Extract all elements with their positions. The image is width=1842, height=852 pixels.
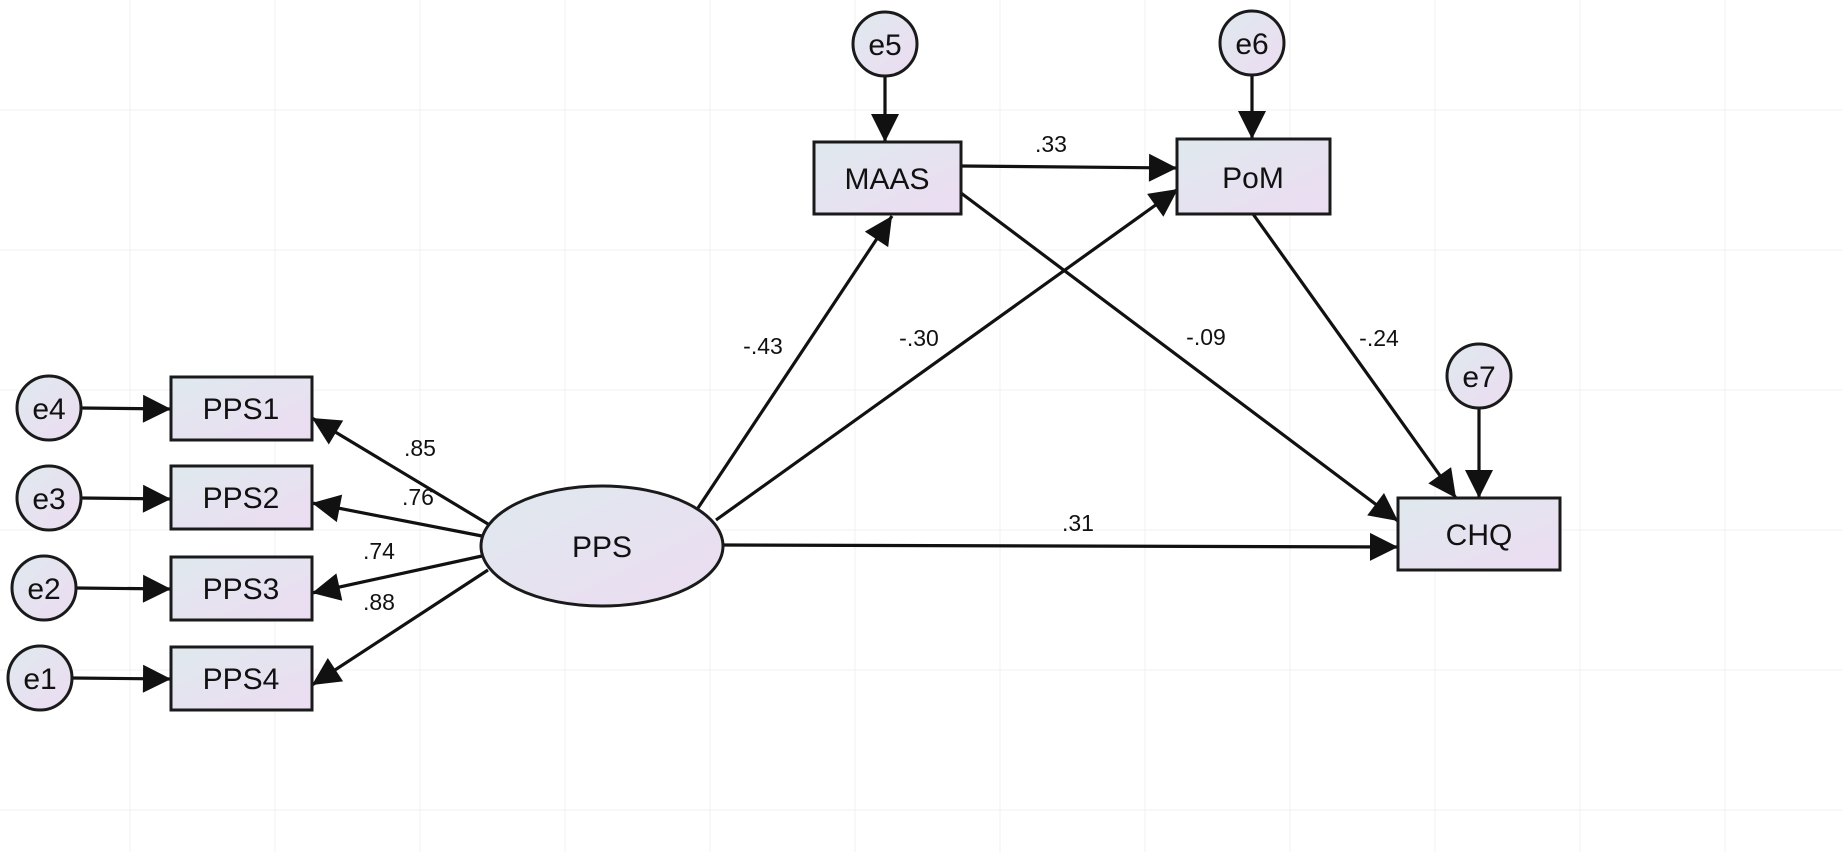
error-label-e1: e1 (23, 663, 56, 696)
observed-node-PPS3: PPS3 (169, 555, 314, 622)
error-label-e7: e7 (1462, 361, 1495, 394)
observed-node-PPS1: PPS1 (169, 375, 314, 442)
coef-PoM-CHQ: -.24 (1359, 325, 1399, 351)
error-label-e3: e3 (32, 483, 65, 516)
error-label-e5: e5 (868, 29, 901, 62)
observed-node-PoM: PoM (1175, 137, 1332, 216)
observed-box-PPS2 (169, 464, 314, 531)
error-circle-e5 (851, 10, 919, 78)
arrow-PPS-PPS2 (311, 494, 483, 538)
arrow-PPS-MAAS (696, 215, 894, 509)
error-circle-e3 (15, 464, 83, 532)
coef-PPS-PPS3: .74 (363, 538, 395, 564)
error-node-e6: e6 (1218, 9, 1286, 77)
coef-PPS-PoM: -.30 (899, 325, 939, 351)
arrow-PoM-CHQ (1251, 213, 1458, 499)
error-node-e4: e4 (15, 374, 83, 442)
observed-box-PPS4 (169, 645, 314, 712)
observed-label-PPS2: PPS2 (203, 482, 280, 515)
error-circle-e6 (1218, 9, 1286, 77)
coef-MAAS-CHQ: -.09 (1186, 324, 1226, 350)
arrow-MAAS-CHQ (960, 191, 1399, 523)
observed-box-PPS1 (169, 375, 314, 442)
error-circle-e2 (10, 554, 78, 622)
latent-node-PPS: PPS (479, 484, 725, 608)
coef-PPS-PPS1: .85 (404, 435, 436, 461)
coefficient-labels: .85 .76 .74 .88 -.43 -.30 .31 .33 -.09 -… (363, 131, 1399, 615)
observed-label-PPS3: PPS3 (203, 573, 280, 606)
observed-node-CHQ: CHQ (1396, 496, 1562, 572)
error-label-e6: e6 (1235, 28, 1268, 61)
observed-node-PPS4: PPS4 (169, 645, 314, 712)
edges-layer (71, 75, 1493, 693)
error-node-e3: e3 (15, 464, 83, 532)
observed-label-PPS4: PPS4 (203, 663, 280, 696)
coef-PPS-PPS4: .88 (363, 589, 395, 615)
error-circle-e7 (1445, 342, 1513, 410)
arrow-e2-PPS3 (75, 574, 172, 603)
error-node-e1: e1 (6, 644, 74, 712)
coef-PPS-MAAS: -.43 (743, 333, 783, 359)
arrow-e4-PPS1 (80, 394, 172, 423)
arrow-PPS-CHQ (723, 532, 1399, 561)
arrow-PPS-PPS1 (311, 416, 489, 526)
coef-MAAS-PoM: .33 (1035, 131, 1067, 157)
arrow-PPS-PoM (715, 187, 1179, 522)
observed-box-CHQ (1396, 496, 1562, 572)
arrow-PPS-PPS4 (311, 568, 489, 687)
coef-PPS-PPS2: .76 (402, 484, 434, 510)
arrow-e1-PPS4 (71, 664, 172, 693)
observed-label-PPS1: PPS1 (203, 393, 280, 426)
error-circle-e1 (6, 644, 74, 712)
error-circle-e4 (15, 374, 83, 442)
nodes-layer: PPS PPS1 PPS2 PPS3 PPS4 MAAS PoM (6, 9, 1562, 712)
latent-ellipse-PPS (479, 484, 725, 608)
arrow-e3-PPS2 (80, 484, 172, 513)
latent-label-PPS: PPS (572, 531, 632, 564)
observed-box-PPS3 (169, 555, 314, 622)
coef-PPS-CHQ: .31 (1062, 510, 1094, 536)
observed-label-PoM: PoM (1222, 162, 1284, 195)
error-label-e4: e4 (32, 393, 65, 426)
observed-box-PoM (1175, 137, 1332, 216)
error-node-e7: e7 (1445, 342, 1513, 410)
error-node-e5: e5 (851, 10, 919, 78)
error-label-e2: e2 (27, 573, 60, 606)
error-node-e2: e2 (10, 554, 78, 622)
arrow-PPS-PPS3 (311, 554, 483, 601)
observed-node-PPS2: PPS2 (169, 464, 314, 531)
observed-label-MAAS: MAAS (844, 163, 929, 196)
observed-box-MAAS (812, 140, 963, 216)
observed-label-CHQ: CHQ (1446, 519, 1513, 552)
observed-node-MAAS: MAAS (812, 140, 963, 216)
arrow-MAAS-PoM (960, 153, 1178, 182)
